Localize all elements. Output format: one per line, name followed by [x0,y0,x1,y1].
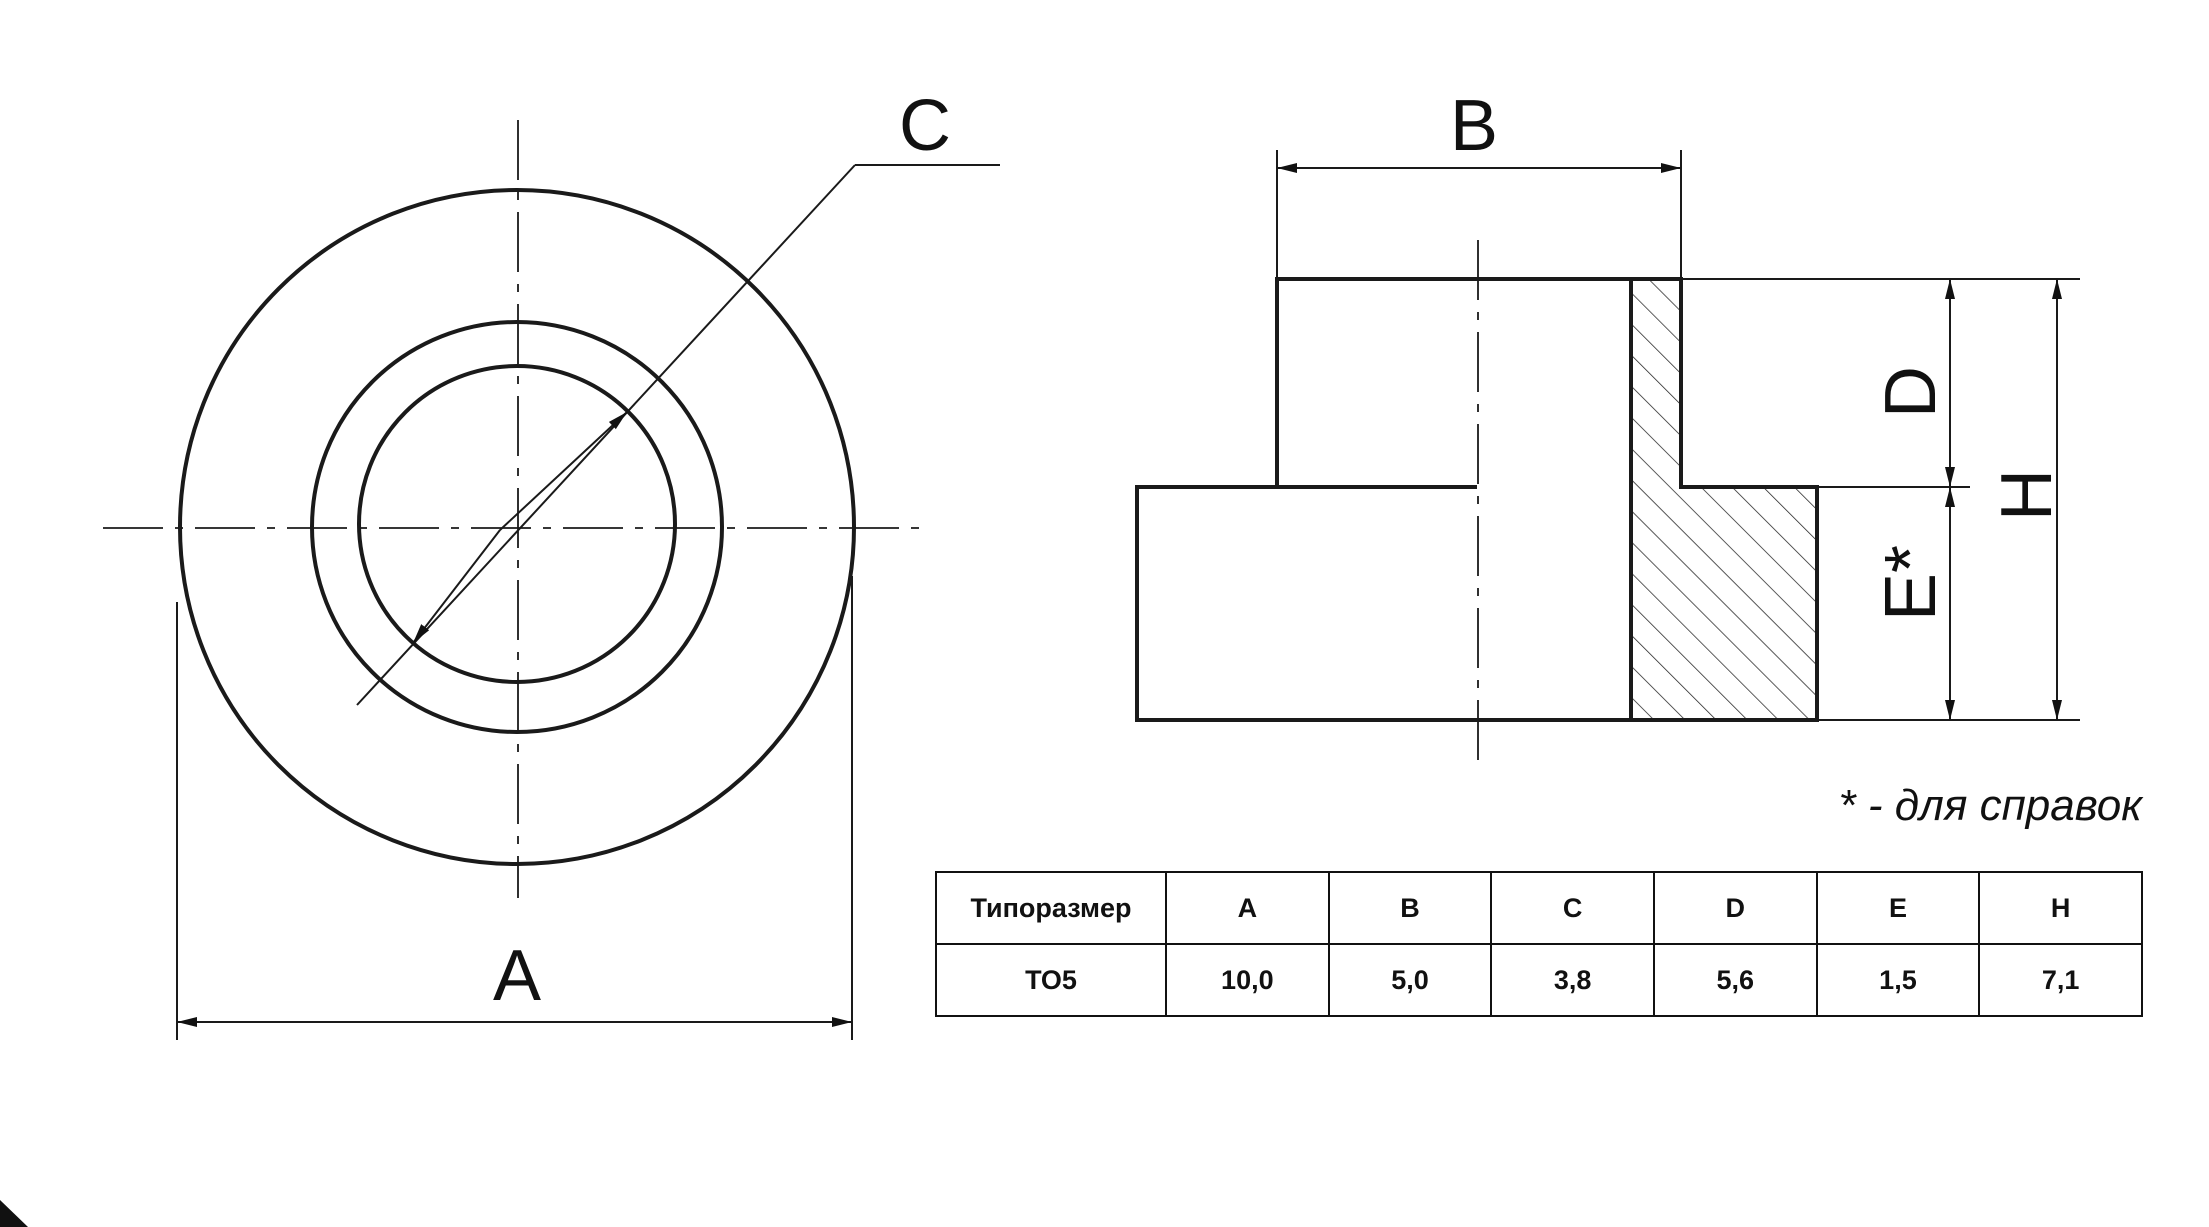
table-cell: 5,6 [1652,943,1818,1017]
table-header-cell: D [1652,871,1818,945]
c-arrow-lower [412,529,501,644]
table-cell: 1,5 [1815,943,1981,1017]
hatched-section [1631,279,1681,487]
hatched-flange [1631,487,1817,720]
label-d: D [1871,366,1951,418]
table-header-cell: A [1165,871,1330,945]
reference-note: * - для справок [1839,781,2145,830]
table-header-cell: H [1978,871,2143,945]
table-cell: ТО5 [935,943,1167,1017]
c-arrow-upper [499,411,628,531]
label-e: E* [1871,545,1951,621]
table-cell: 3,8 [1490,943,1655,1017]
corner-mark [0,1200,28,1227]
dimensions-table: Типоразмер A B C D E H ТО5 10,0 5,0 3,8 … [935,871,2143,1017]
table-header-cell: B [1327,871,1493,945]
inner-circle [357,364,677,684]
c-dimension-line [356,164,856,706]
table-cell: 7,1 [1978,943,2143,1017]
outer-circle [178,188,856,866]
table-header-cell: Типоразмер [935,871,1167,945]
front-view: C A [103,86,1000,1040]
label-h: H [1987,469,2067,521]
label-b: B [1450,86,1498,166]
label-c: C [899,86,951,166]
table-header-cell: E [1815,871,1981,945]
label-a: A [493,936,541,1016]
table-header-row: Типоразмер A B C D E H [935,871,2143,945]
table-cell: 5,0 [1327,943,1493,1017]
section-view: B D E* H [1135,86,2080,768]
table-row: ТО5 10,0 5,0 3,8 5,6 1,5 7,1 [935,943,2143,1017]
middle-circle [310,320,724,734]
table-header-cell: C [1490,871,1655,945]
table-cell: 10,0 [1165,943,1330,1017]
